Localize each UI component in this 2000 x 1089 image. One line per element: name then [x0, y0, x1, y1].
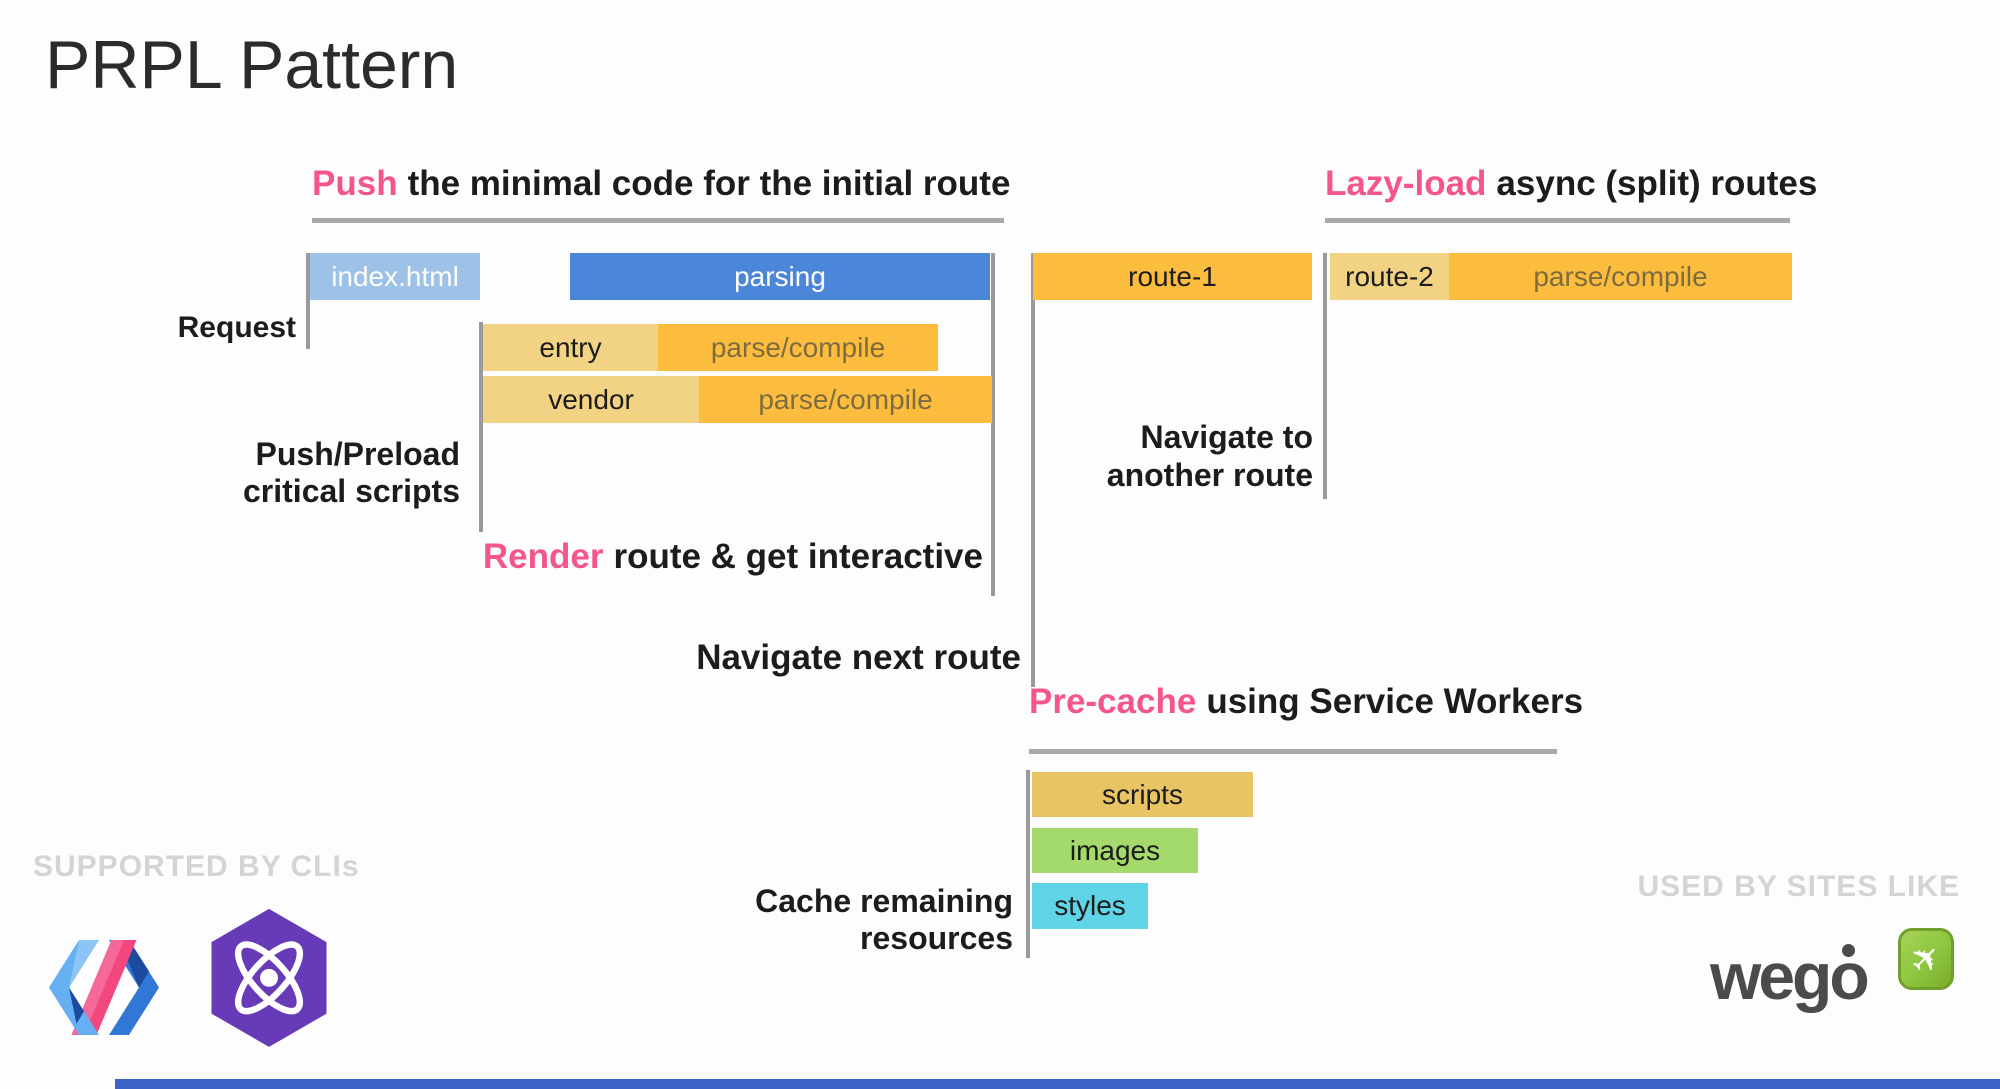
- cache-timeline-line: [1026, 770, 1030, 958]
- bar-route-1: route-1: [1033, 253, 1312, 300]
- heading-render-highlight: Render: [482, 537, 604, 576]
- bar-vendor-label: vendor: [483, 376, 699, 423]
- request-timeline-line: [306, 253, 310, 349]
- heading-push-rest: the minimal code for the initial route: [407, 164, 1011, 203]
- page-title: PRPL Pattern: [45, 27, 459, 103]
- video-progress-bar[interactable]: [115, 1079, 2000, 1089]
- heading-pre-cache-highlight: Pre-cache: [1029, 682, 1197, 721]
- polymer-logo-icon: [49, 940, 159, 1035]
- wego-logo-dot: [1842, 944, 1855, 957]
- bar-entry-parse-compile: parse/compile: [658, 324, 938, 371]
- label-push-preload-line1: Push/Preload: [255, 436, 461, 472]
- label-cache-line2: resources: [860, 920, 1013, 956]
- bar-scripts: scripts: [1032, 772, 1253, 817]
- render-timeline-line: [991, 253, 995, 596]
- navigate-next-timeline-line: [1031, 253, 1035, 687]
- label-push-preload-line2: critical scripts: [243, 473, 460, 509]
- supported-by-clis-label: SUPPORTED BY CLIs: [33, 850, 360, 883]
- label-request: Request: [177, 311, 296, 344]
- bar-vendor-parse-compile: parse/compile: [699, 376, 992, 423]
- navigate-another-timeline-line: [1323, 253, 1327, 499]
- wego-logo-badge: ✈: [1898, 928, 1954, 990]
- label-cache-remaining-resources: Cache remaining resources: [755, 883, 1013, 957]
- pre-cache-underline: [1029, 749, 1557, 754]
- bar-styles: styles: [1032, 883, 1148, 929]
- label-navigate-to-another-route: Navigate to another route: [1107, 418, 1313, 494]
- bar-index-html: index.html: [310, 253, 480, 300]
- heading-pre-cache-rest: using Service Workers: [1206, 682, 1584, 721]
- lazy-load-underline: [1325, 218, 1790, 223]
- bar-entry-label: entry: [483, 324, 658, 371]
- label-push-preload-critical-scripts: Push/Preload critical scripts: [243, 436, 460, 510]
- heading-push-highlight: Push: [312, 164, 398, 203]
- label-navigate-another-line1: Navigate to: [1140, 419, 1313, 455]
- heading-lazy-rest: async (split) routes: [1496, 164, 1818, 203]
- bar-route-2-label: route-2: [1330, 253, 1449, 300]
- bar-route-2-parse-compile: parse/compile: [1449, 253, 1792, 300]
- preact-logo-icon: [211, 908, 327, 1047]
- used-by-sites-like-label: USED BY SITES LIKE: [1637, 870, 1960, 903]
- airplane-icon: ✈: [1900, 933, 1951, 984]
- heading-render-rest: route & get interactive: [613, 537, 983, 576]
- label-cache-line1: Cache remaining: [755, 883, 1013, 919]
- label-navigate-another-line2: another route: [1106, 457, 1313, 493]
- bar-parsing: parsing: [570, 253, 990, 300]
- push-underline: [312, 218, 1004, 223]
- heading-lazy-highlight: Lazy-load: [1325, 164, 1487, 203]
- label-navigate-next-route: Navigate next route: [696, 638, 1021, 677]
- bar-images: images: [1032, 828, 1198, 873]
- push-preload-timeline-line: [479, 322, 483, 532]
